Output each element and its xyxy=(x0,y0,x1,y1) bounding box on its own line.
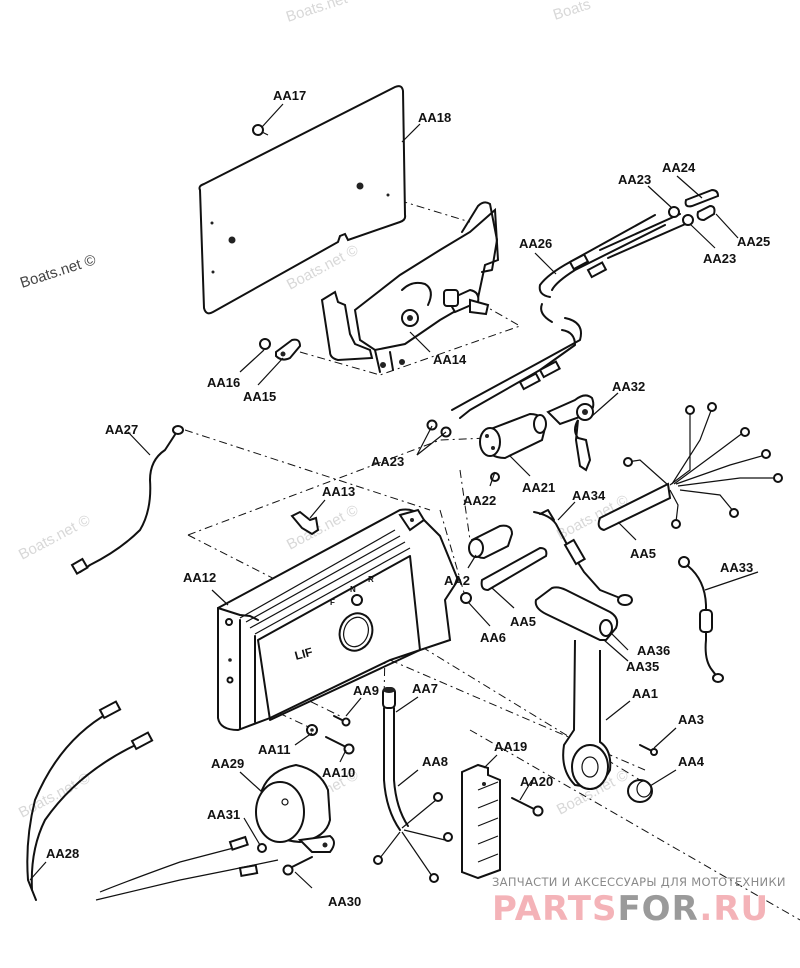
cap-aa4 xyxy=(627,779,653,803)
grommet-aa7 xyxy=(382,687,396,709)
callout-aa36: AA36 xyxy=(637,643,670,658)
wire-harness xyxy=(623,402,783,529)
watermark-boats-left: Boats.net © xyxy=(18,251,98,291)
callout-aa23-mid: AA23 xyxy=(371,454,404,469)
callout-aa35: AA35 xyxy=(626,659,659,674)
footer-watermark: ЗАПЧАСТИ И АКСЕССУАРЫ ДЛЯ МОТОТЕХНИКИ PA… xyxy=(492,875,786,929)
washer-aa11 xyxy=(306,724,318,736)
horn-aa29 xyxy=(255,763,335,853)
callout-aa29: AA29 xyxy=(211,756,244,771)
shift-label-neutral: N xyxy=(350,585,356,594)
screw-aa17 xyxy=(252,124,269,136)
callout-aa32: AA32 xyxy=(612,379,645,394)
callout-aa4: AA4 xyxy=(678,754,705,769)
callout-aa28: AA28 xyxy=(46,846,79,861)
watermark-boats-top-1: Boats.net xyxy=(284,0,350,26)
callout-aa14: AA14 xyxy=(433,352,467,367)
nut-aa16 xyxy=(259,338,271,350)
ignition-switch-aa21 xyxy=(479,412,547,460)
screw-aa30 xyxy=(282,856,313,876)
callout-aa13: AA13 xyxy=(322,484,355,499)
callout-aa20: AA20 xyxy=(520,774,553,789)
callout-labels: AA17 AA18 AA24 AA23 AA25 AA23 AA26 AA14 … xyxy=(46,88,770,909)
callout-aa22: AA22 xyxy=(463,493,496,508)
callout-aa17: AA17 xyxy=(273,88,306,103)
callout-aa19: AA19 xyxy=(494,739,527,754)
switch-aa2 xyxy=(468,524,514,560)
footer-logo: PARTSFOR.RU xyxy=(492,889,769,929)
watermark-boats-faint-2: Boats.net © xyxy=(16,512,93,564)
leader-lines xyxy=(29,103,759,889)
shift-label-reverse: R xyxy=(368,575,374,584)
wire-aa27 xyxy=(70,425,184,576)
shift-label-forward: F xyxy=(330,598,335,607)
callout-aa27: AA27 xyxy=(105,422,138,437)
callout-aa6: AA6 xyxy=(480,630,506,645)
screw-aa3 xyxy=(639,744,658,756)
terminal-block-aa19 xyxy=(461,763,501,880)
callout-aa7: AA7 xyxy=(412,681,438,696)
callout-aa30: AA30 xyxy=(328,894,361,909)
callout-aa23-right: AA23 xyxy=(703,251,736,266)
callout-aa24: AA24 xyxy=(662,160,696,175)
callout-aa8: AA8 xyxy=(422,754,448,769)
callout-aa5-right: AA5 xyxy=(630,546,656,561)
screw-aa20 xyxy=(511,797,544,817)
callout-aa18: AA18 xyxy=(418,110,451,125)
tube-aa5-right xyxy=(597,482,672,532)
callout-aa34: AA34 xyxy=(572,488,606,503)
cables-aa26 xyxy=(451,213,691,419)
control-mechanism-aa14 xyxy=(320,201,500,373)
callout-aa9: AA9 xyxy=(353,683,379,698)
harness-aa8 xyxy=(373,707,453,883)
footer-tagline: ЗАПЧАСТИ И АКСЕССУАРЫ ДЛЯ МОТОТЕХНИКИ xyxy=(492,875,786,889)
control-handle-aa1 xyxy=(534,586,619,790)
tube-aa5-mid xyxy=(480,546,548,592)
callout-aa21: AA21 xyxy=(522,480,555,495)
clip-aa13 xyxy=(290,510,320,536)
clip-aa25 xyxy=(696,204,716,222)
wires-aa28 xyxy=(26,700,154,901)
nuts-aa23-top xyxy=(668,206,694,226)
lead-aa33 xyxy=(678,556,724,683)
callout-aa33: AA33 xyxy=(720,560,753,575)
callout-aa10: AA10 xyxy=(322,765,355,780)
clip-aa15 xyxy=(275,338,302,361)
callout-aa15: AA15 xyxy=(243,389,276,404)
logo-parts: PARTS xyxy=(492,889,617,929)
callout-aa12: AA12 xyxy=(183,570,216,585)
lanyard-aa34 xyxy=(533,509,633,606)
callout-aa11: AA11 xyxy=(258,742,291,757)
brand-badge: LIF xyxy=(293,645,314,663)
callout-aa3: AA3 xyxy=(678,712,704,727)
callout-aa23-top: AA23 xyxy=(618,172,651,187)
callout-aa26: AA26 xyxy=(519,236,552,251)
logo-ru: .RU xyxy=(699,889,769,929)
logo-for: FOR xyxy=(617,889,699,929)
nut-aa6 xyxy=(460,592,472,604)
nut-aa31 xyxy=(257,843,267,853)
callout-aa2: AA2 xyxy=(444,573,470,588)
control-box-housing-aa12: F N R LIF xyxy=(217,508,460,732)
watermark-boats-top-2: Boats xyxy=(551,0,593,24)
callout-aa16: AA16 xyxy=(207,375,240,390)
callout-aa25: AA25 xyxy=(737,234,770,249)
horn-wires xyxy=(95,835,279,901)
keys-aa32 xyxy=(546,394,595,472)
callout-aa31: AA31 xyxy=(207,807,240,822)
watermark-boats-faint-5: Boats.net © xyxy=(16,770,93,822)
screw-aa9 xyxy=(333,715,351,727)
screw-aa10 xyxy=(325,736,355,755)
callout-aa1: AA1 xyxy=(632,686,658,701)
callout-aa5-mid: AA5 xyxy=(510,614,536,629)
